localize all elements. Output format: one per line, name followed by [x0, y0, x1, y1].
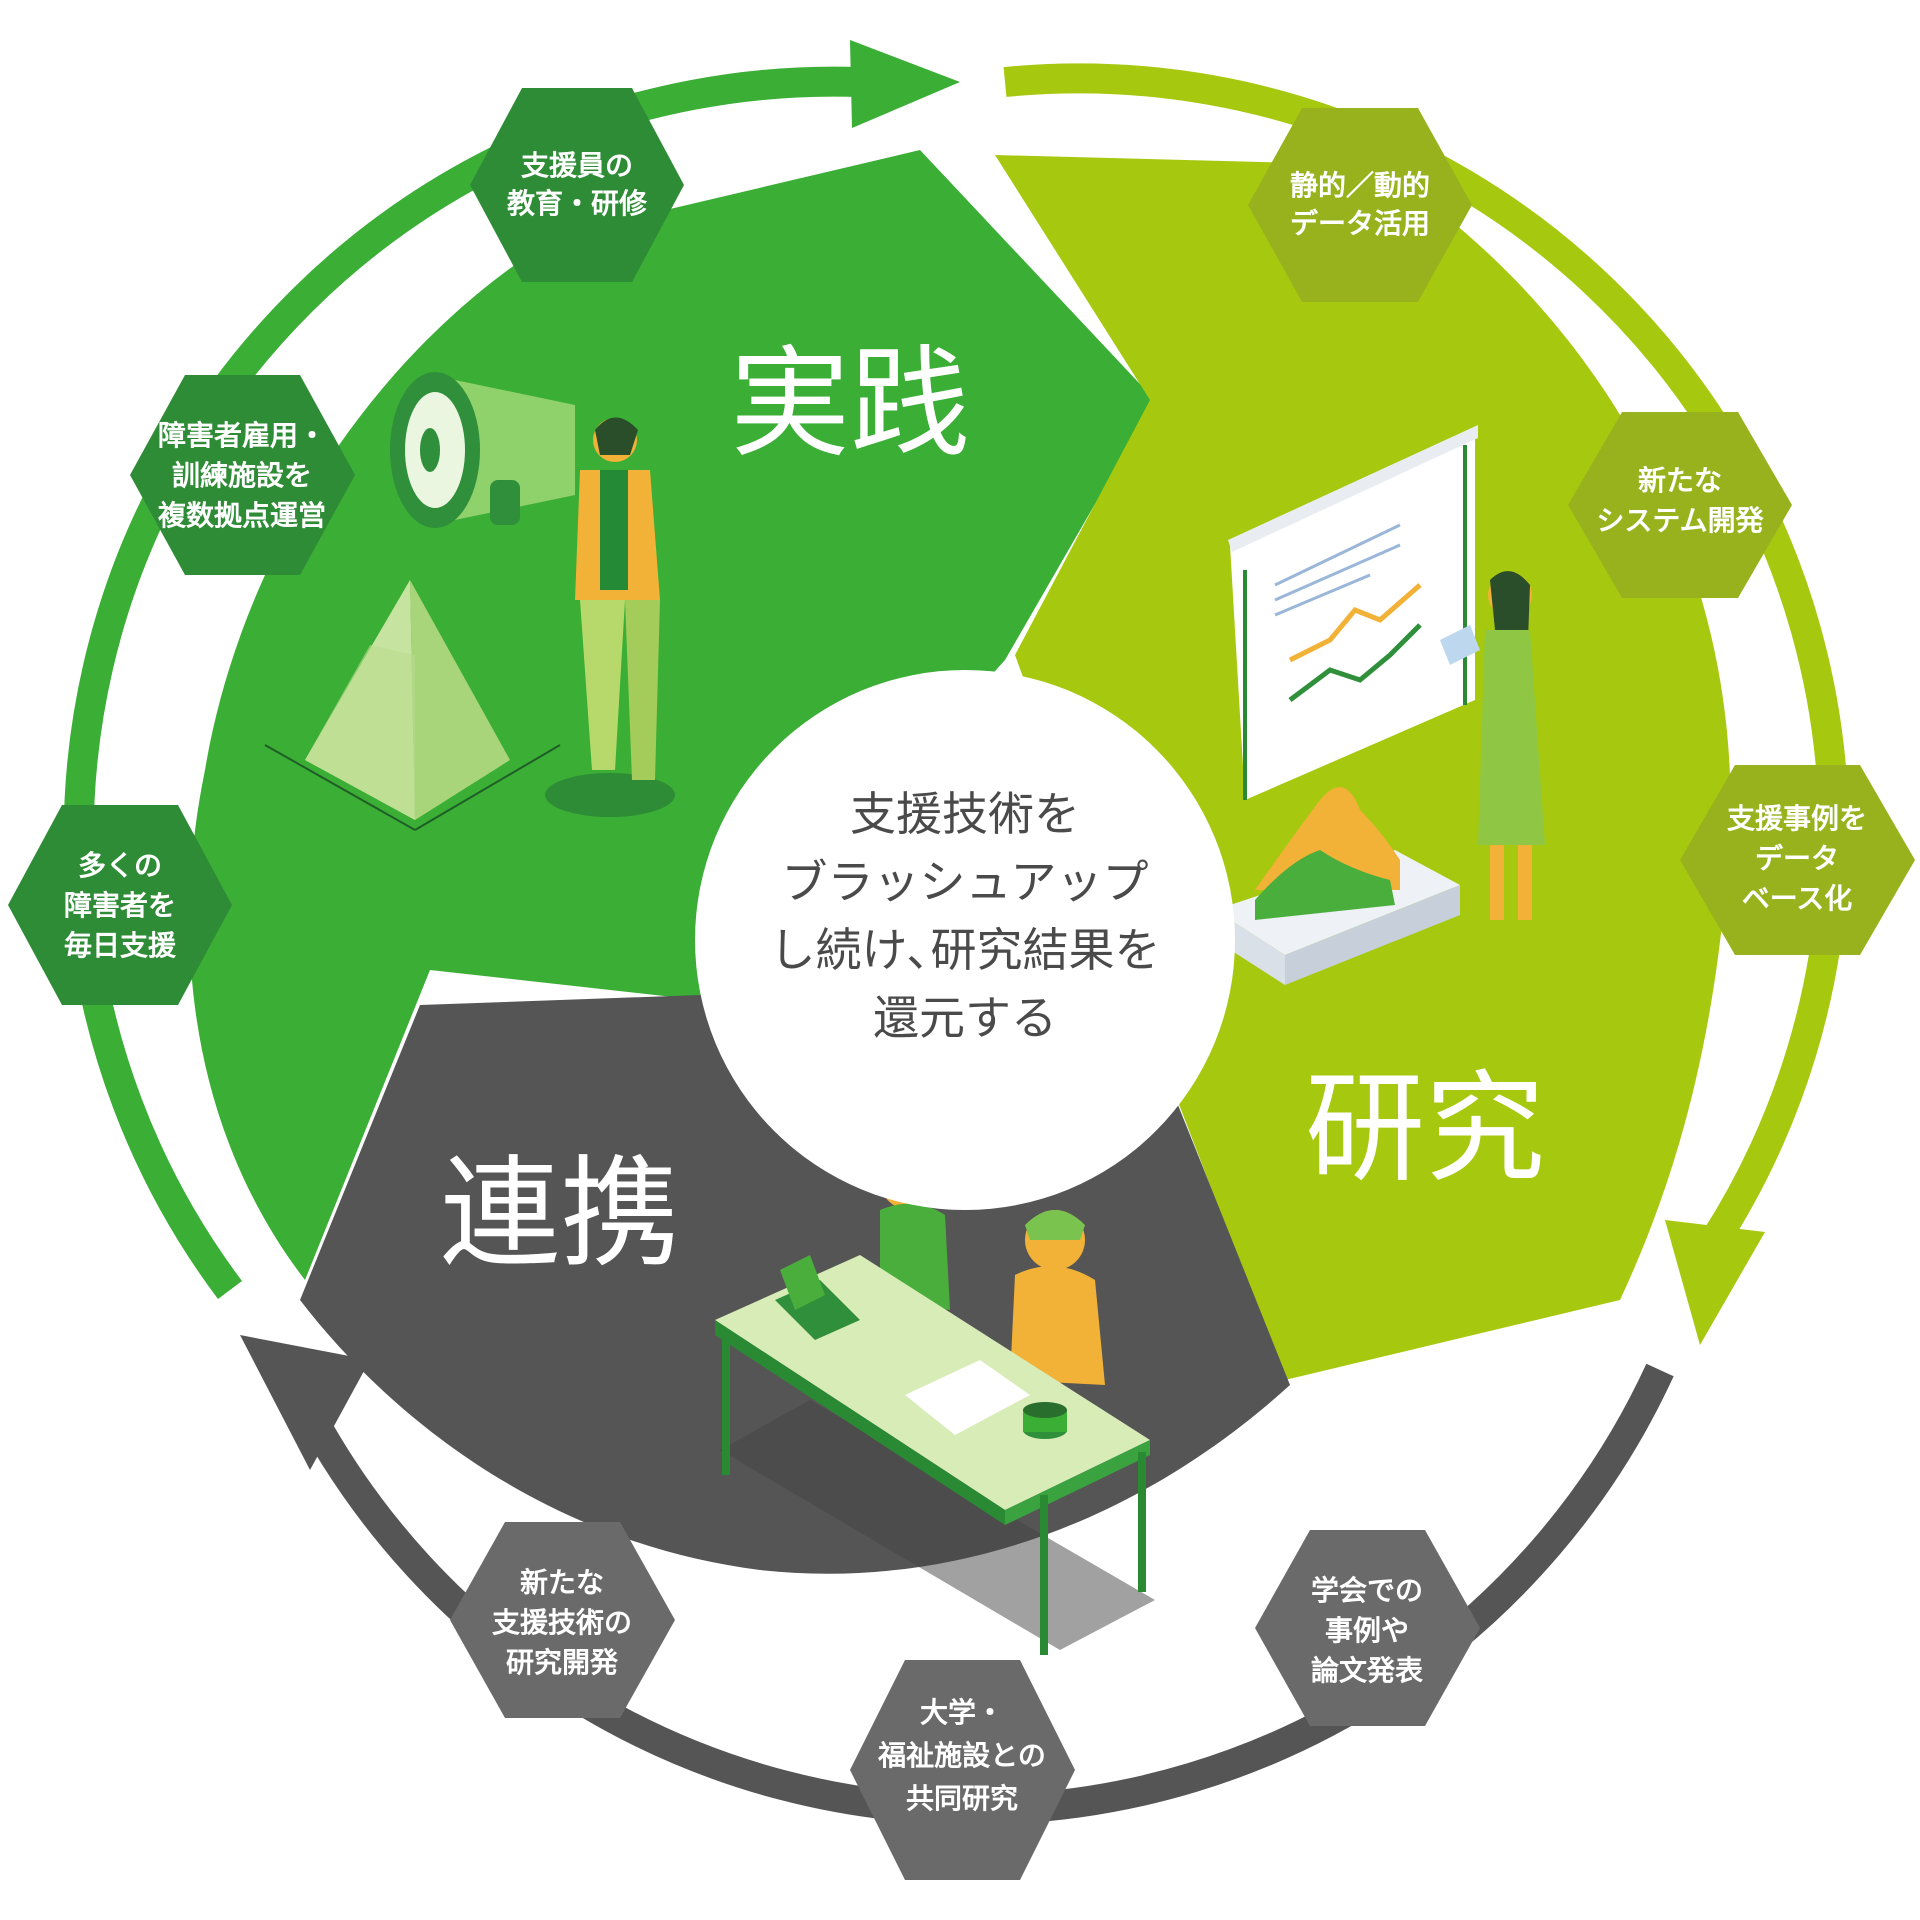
collab-title: 連携: [440, 1145, 680, 1284]
notepad: [905, 1360, 1030, 1435]
hex-label: 支援技術の: [492, 1606, 632, 1639]
cup-icon: [1023, 1402, 1067, 1439]
hex-daily-support: 多くの 障害者を 毎日支援: [8, 805, 232, 1005]
person-with-megaphone: [575, 417, 660, 780]
hex-label: 障害者雇用・: [158, 419, 326, 452]
chart-base: [1215, 787, 1460, 985]
hex-data-usage: 静的／動的 データ活用: [1248, 108, 1472, 302]
hex-label: 研究開発: [506, 1646, 619, 1679]
research-title: 研究: [1305, 1060, 1545, 1199]
center-circle: [695, 670, 1235, 1210]
hex-conference: 学会での 事例や 論文発表: [1255, 1530, 1480, 1726]
hex-label: 教育・研修: [507, 187, 648, 220]
hex-label: 福祉施設との: [877, 1739, 1046, 1772]
hex-label: データ活用: [1290, 207, 1430, 240]
megaphone-icon: [390, 372, 575, 528]
center-message: 支援技術を ブラッシュアップ し続け､研究結果を 還元する: [770, 787, 1161, 1045]
laptop-icon: [775, 1255, 860, 1340]
hex-label: 訓練施設を: [172, 459, 312, 492]
hex-label: 支援事例を: [1727, 802, 1867, 835]
hex-label: 多くの: [78, 849, 162, 882]
hex-case-database: 支援事例を データ ベース化: [1680, 765, 1915, 955]
center-line: し続け､研究結果を: [770, 923, 1161, 977]
center-line: ブラッシュアップ: [781, 855, 1148, 909]
practice-illustration: [264, 372, 675, 831]
hex-label: 毎日支援: [64, 929, 177, 962]
hex-system-dev: 新たな システム開発: [1568, 412, 1792, 598]
hex-multi-site: 障害者雇用・ 訓練施設を 複数拠点運営: [130, 375, 355, 575]
hex-staff-training: 支援員の 教育・研修: [470, 88, 684, 282]
practice-title: 実践: [730, 335, 970, 474]
whiteboard: [1228, 425, 1478, 800]
center-line: 還元する: [873, 991, 1057, 1045]
person-shadow: [545, 773, 675, 817]
hex-label: 大学・: [920, 1696, 1004, 1729]
hex-label: 学会での: [1311, 1574, 1423, 1607]
pyramid-icon: [264, 580, 561, 831]
practice-arrowhead: [850, 40, 960, 128]
collab-arrowhead: [240, 1335, 370, 1470]
hex-label: データ: [1755, 842, 1839, 875]
research-arrowhead: [1665, 1220, 1765, 1345]
hex-label: 複数拠点運営: [158, 499, 326, 532]
person-writing: [1010, 1210, 1105, 1385]
hex-label: ベース化: [1742, 882, 1853, 915]
center-line: 支援技術を: [850, 787, 1080, 841]
hex-label: 障害者を: [64, 889, 176, 922]
hex-label: 事例や: [1325, 1614, 1409, 1647]
hex-new-tech-research: 新たな 支援技術の 研究開発: [450, 1522, 675, 1718]
hex-label: 共同研究: [906, 1782, 1018, 1815]
hex-label: 新たな: [1638, 464, 1722, 497]
hex-label: 静的／動的: [1290, 169, 1430, 202]
person-researcher: [1440, 571, 1545, 920]
hex-label: 論文発表: [1311, 1654, 1423, 1687]
chart-line-orange: [1288, 583, 1422, 663]
hex-label: 新たな: [520, 1566, 604, 1599]
chart-line-green: [1288, 623, 1422, 702]
collab-illustration: [715, 1147, 1155, 1655]
hex-joint-research: 大学・ 福祉施設との 共同研究: [850, 1660, 1075, 1880]
research-illustration: [1215, 425, 1545, 985]
hex-label: 支援員の: [521, 149, 633, 182]
hex-label: システム開発: [1596, 504, 1764, 537]
